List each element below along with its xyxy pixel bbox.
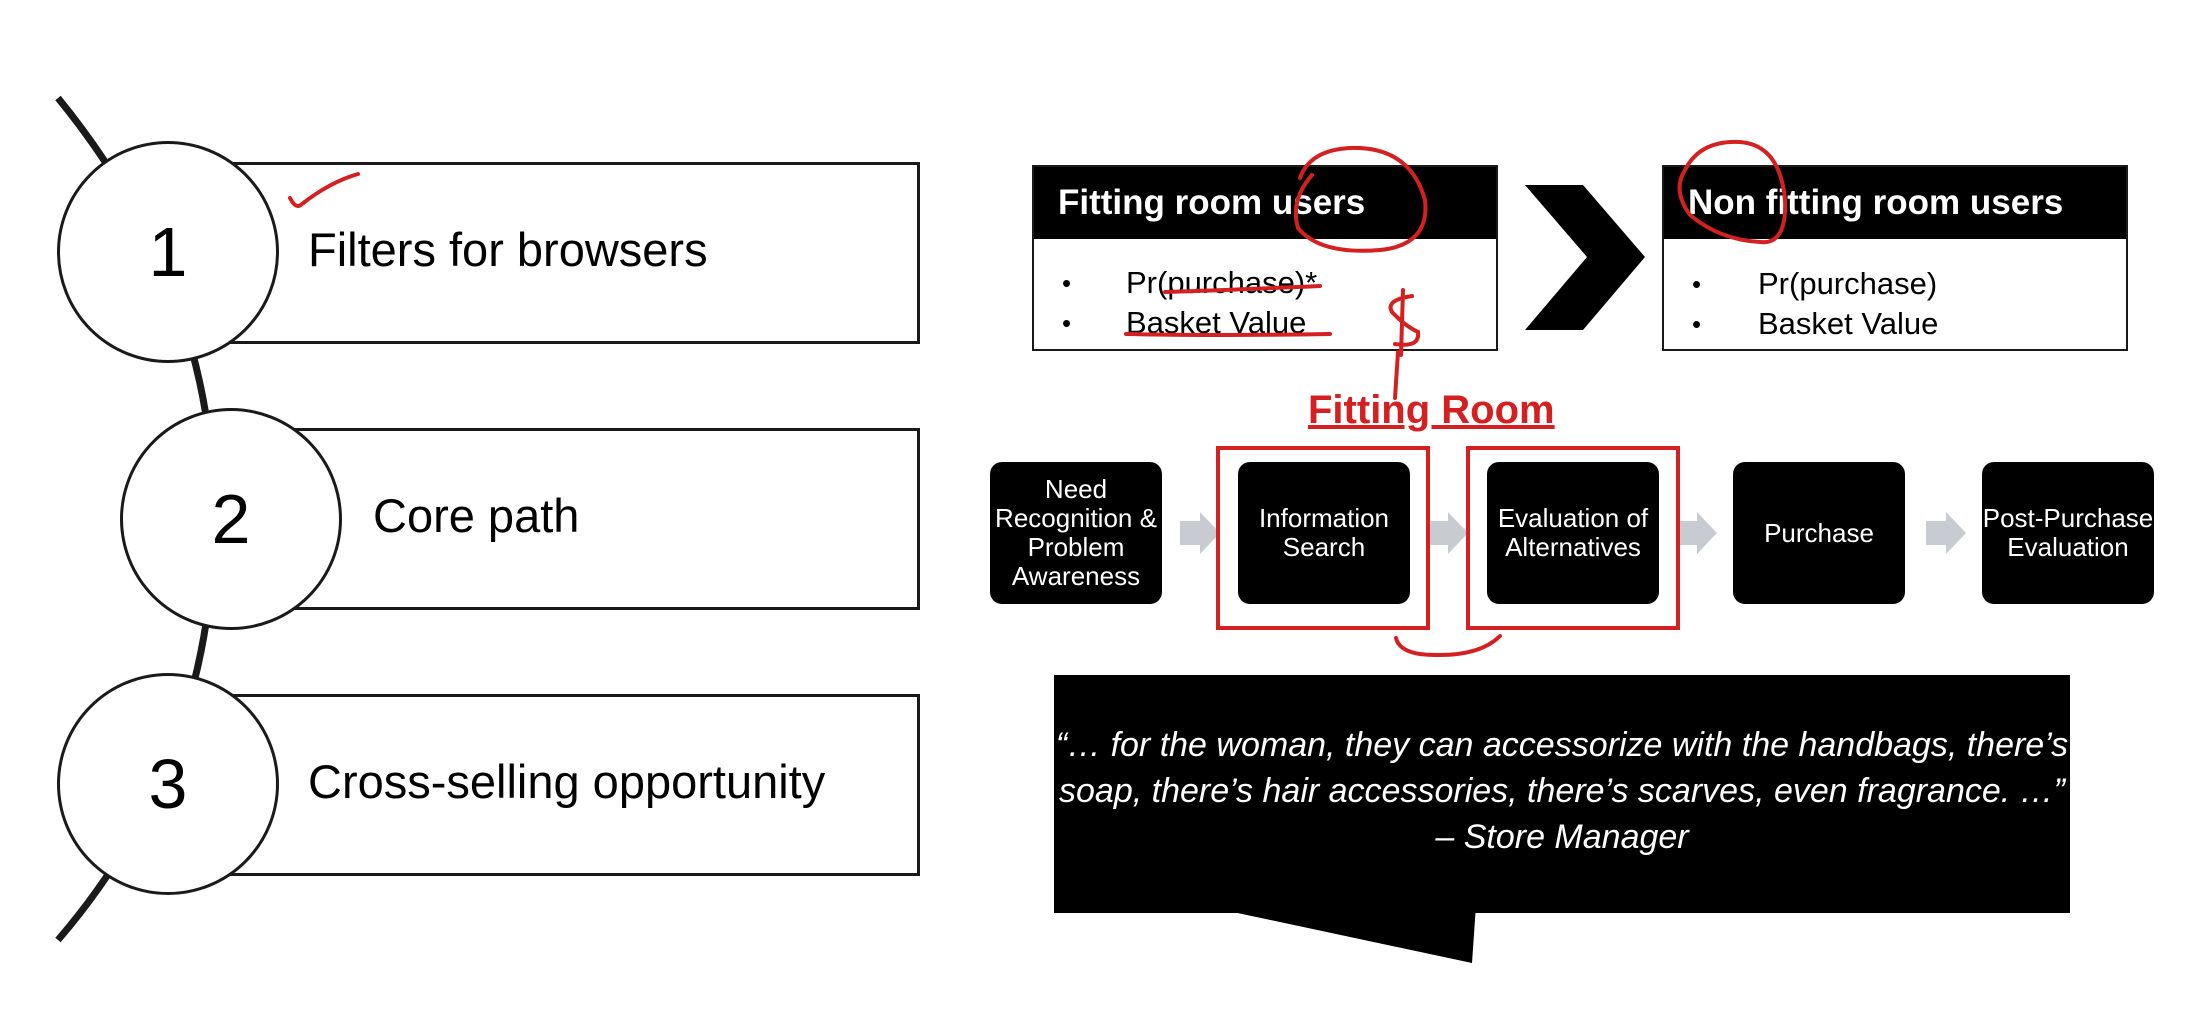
list-item-number-1: 1: [57, 141, 279, 363]
fitting-row-purchase: Pr(purchase)*: [1126, 265, 1318, 300]
list-item-label-2: Core path: [373, 489, 580, 542]
arrow-right-icon: [1180, 512, 1220, 554]
fitting-room-users-title: Fitting room users: [1034, 167, 1496, 239]
non-fitting-row-basket: Basket Value: [1758, 306, 1939, 341]
list-item-label-3: Cross-selling opportunity: [308, 755, 826, 808]
bullet: •: [1062, 268, 1072, 298]
non-fitting-row-purchase: Pr(purchase): [1758, 266, 1938, 301]
purchase-underline: [1163, 284, 1322, 294]
arrow-right-icon: [1677, 512, 1717, 554]
step-purchase: Purchase: [1733, 462, 1905, 604]
non-fitting-room-users-box: Non fitting room users • Pr(purchase) • …: [1662, 165, 2128, 351]
quote-box: [1054, 675, 2070, 913]
basket-underline: [1124, 332, 1332, 337]
non-fitting-circle-annotation: [1677, 139, 1788, 245]
fitting-room-label: Fitting Room: [1308, 388, 1555, 432]
arrow-right-icon: [1926, 512, 1966, 554]
list-item-number-2: 2: [120, 408, 342, 630]
fitting-room-highlight-box: [1466, 446, 1680, 630]
step-need-recognition: Need Recognition & Problem Awareness: [990, 462, 1162, 604]
fitting-room-highlight-box: [1216, 446, 1430, 630]
quote-tail: [1200, 905, 1476, 963]
dollar-icon: [1388, 288, 1421, 357]
number-text: 1: [148, 213, 188, 291]
checkmark-icon: [288, 172, 360, 208]
chevron-right-icon: [1525, 185, 1645, 330]
arrow-down-stroke: [1393, 350, 1400, 400]
list-item-box-2: [285, 428, 920, 610]
number-text: 3: [148, 745, 188, 823]
bullet: •: [1062, 308, 1072, 338]
users-circle-annotation: [1293, 145, 1428, 253]
list-item-box-3: [225, 694, 920, 876]
bullet: •: [1692, 269, 1702, 299]
step-evaluation-of-alternatives: Evaluation of Alternatives: [1487, 462, 1659, 604]
bullet: •: [1692, 309, 1702, 339]
quote-text: “… for the woman, they can accessorize w…: [1055, 726, 2069, 856]
list-item-number-3: 3: [57, 673, 279, 895]
step-post-purchase-evaluation: Post-Purchase Evaluation: [1982, 462, 2154, 604]
step-information-search: Information Search: [1238, 462, 1410, 604]
number-text: 2: [211, 480, 251, 558]
non-fitting-room-users-title: Non fitting room users: [1664, 167, 2126, 239]
fitting-room-users-box: Fitting room users • Pr(purchase)* • Bas…: [1032, 165, 1498, 351]
curly-brace-annotation: [1394, 634, 1502, 658]
arrow-right-icon: [1428, 512, 1468, 554]
list-item-label-1: Filters for browsers: [308, 223, 708, 276]
